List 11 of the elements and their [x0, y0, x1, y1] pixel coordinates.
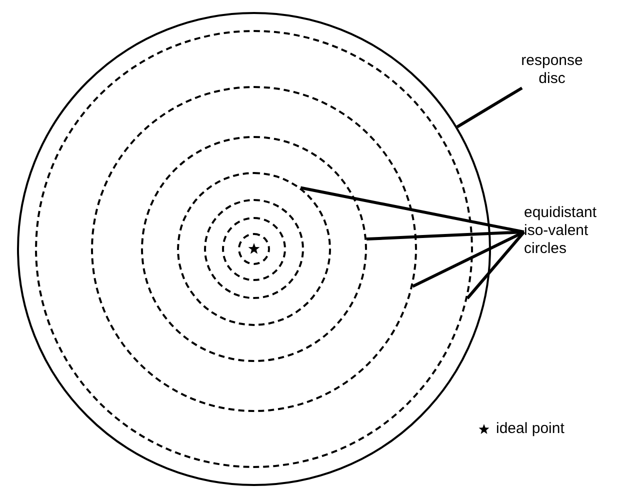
legend-label: ideal point: [496, 420, 564, 437]
dashed-circle: [91, 86, 417, 412]
leader-line: [466, 231, 526, 300]
callout-label: response disc: [508, 52, 596, 88]
callout-label: equidistant iso-valent circles: [524, 204, 624, 258]
leader-line: [300, 186, 524, 234]
dashed-circle: [204, 199, 304, 299]
leader-line: [456, 86, 523, 128]
dashed-circle: [177, 172, 331, 326]
leader-line: [412, 230, 525, 288]
dashed-circle: [141, 136, 367, 362]
